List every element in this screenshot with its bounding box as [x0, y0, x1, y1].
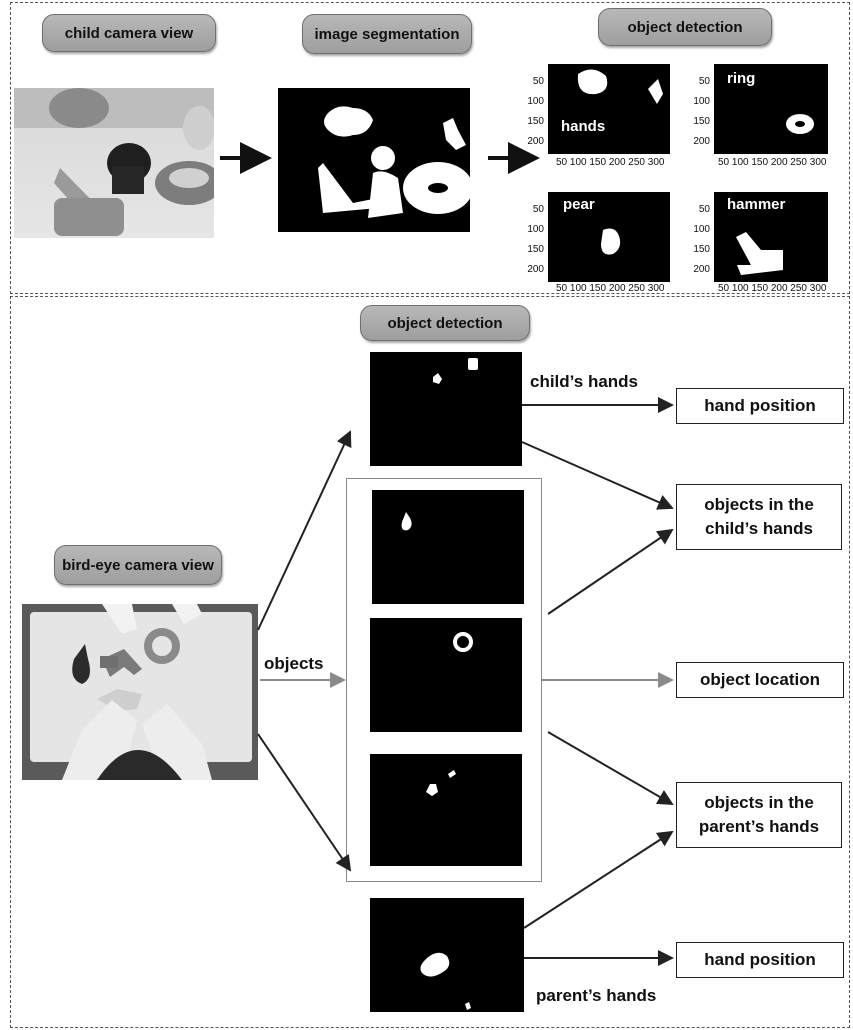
hand-position-box-top: hand position: [676, 388, 844, 424]
ytick-pear-200: 200: [527, 264, 544, 275]
objects-label: objects: [264, 654, 324, 673]
xticks-pear: 50 100 150 200 250 300: [556, 283, 665, 294]
object-panel-ring: [370, 618, 522, 732]
object-location-box: object location: [676, 662, 844, 698]
detection-label-hammer: hammer: [727, 196, 786, 213]
object-panel-pear: [372, 490, 524, 604]
ring-blob: [786, 114, 814, 134]
pear-blob-bottom: [401, 512, 412, 531]
xticks-ring: 50 100 150 200 250 300: [718, 157, 827, 168]
ytick-ring-50: 50: [698, 76, 710, 87]
ytick-ring-150: 150: [693, 116, 710, 127]
ytick-hammer-200: 200: [693, 264, 710, 275]
objects-frame: [346, 478, 542, 882]
bird-eye-scene: [30, 604, 252, 780]
child-camera-view-label: child camera view: [42, 14, 216, 52]
arrow-objects-child: [547, 528, 674, 615]
hammer-blob: [736, 232, 783, 275]
hammer-blob-bottom: [426, 770, 456, 796]
child-camera-scene: [14, 88, 214, 236]
detection-label-hands: hands: [561, 118, 606, 135]
parents-hands-label: parent’s hands: [536, 986, 657, 1005]
detection-panel-pear: [548, 192, 670, 282]
xticks-hammer: 50 100 150 200 250 300: [718, 283, 827, 294]
ytick-hands-200: 200: [527, 136, 544, 147]
ytick-hammer-150: 150: [693, 244, 710, 255]
bird-eye-camera-view-label: bird-eye camera view: [54, 545, 222, 585]
ytick-hands-100: 100: [527, 96, 544, 107]
child-camera-photo: [14, 88, 214, 238]
object-detection-label-top: object detection: [598, 8, 772, 46]
ytick-hammer-100: 100: [693, 224, 710, 235]
hand-position-box-bottom: hand position: [676, 942, 844, 978]
bird-eye-camera-photo: [22, 604, 258, 780]
arrow-parents-hands-objects: [523, 830, 674, 929]
childs-hands-blobs: [433, 358, 478, 384]
arrow-to-childs-hands: [257, 430, 352, 631]
arrow-to-parents-hands: [257, 733, 352, 872]
xticks-hands: 50 100 150 200 250 300: [556, 157, 665, 168]
objects-in-parents-hands-box: objects in the parent’s hands: [676, 782, 842, 848]
ring-blob-bottom: [453, 632, 473, 652]
ytick-hands-150: 150: [527, 116, 544, 127]
childs-hands-panel: [370, 352, 522, 466]
segmentation-blobs: [318, 106, 473, 218]
ytick-hands-50: 50: [532, 76, 544, 87]
top-arrows: [220, 142, 540, 174]
bottom-section-border: [10, 296, 850, 1028]
ytick-pear-100: 100: [527, 224, 544, 235]
detection-panel-hammer: [714, 192, 828, 282]
pear-blob: [601, 228, 621, 255]
detection-label-pear: pear: [563, 196, 595, 213]
object-panel-hammer: [370, 754, 522, 866]
object-detection-label-bottom: object detection: [360, 305, 530, 341]
top-section-border: [10, 2, 850, 294]
arrow-objects-parent: [547, 731, 674, 806]
ytick-ring-100: 100: [693, 96, 710, 107]
detection-label-ring: ring: [727, 70, 756, 87]
arrow-childs-hands-objects: [521, 441, 674, 510]
detection-panel-ring: [714, 64, 828, 154]
hands-blobs: [577, 69, 663, 104]
parents-hands-panel: [370, 898, 524, 1012]
ytick-ring-200: 200: [693, 136, 710, 147]
objects-in-childs-hands-box: objects in the child’s hands: [676, 484, 842, 550]
ytick-pear-150: 150: [527, 244, 544, 255]
ytick-hammer-50: 50: [698, 204, 710, 215]
image-segmentation-label: image segmentation: [302, 14, 472, 54]
childs-hands-label: child’s hands: [530, 372, 639, 391]
parents-hands-blobs: [420, 952, 471, 1010]
detection-panel-hands: [548, 64, 670, 154]
segmentation-image: [278, 88, 473, 232]
ytick-pear-50: 50: [532, 204, 544, 215]
